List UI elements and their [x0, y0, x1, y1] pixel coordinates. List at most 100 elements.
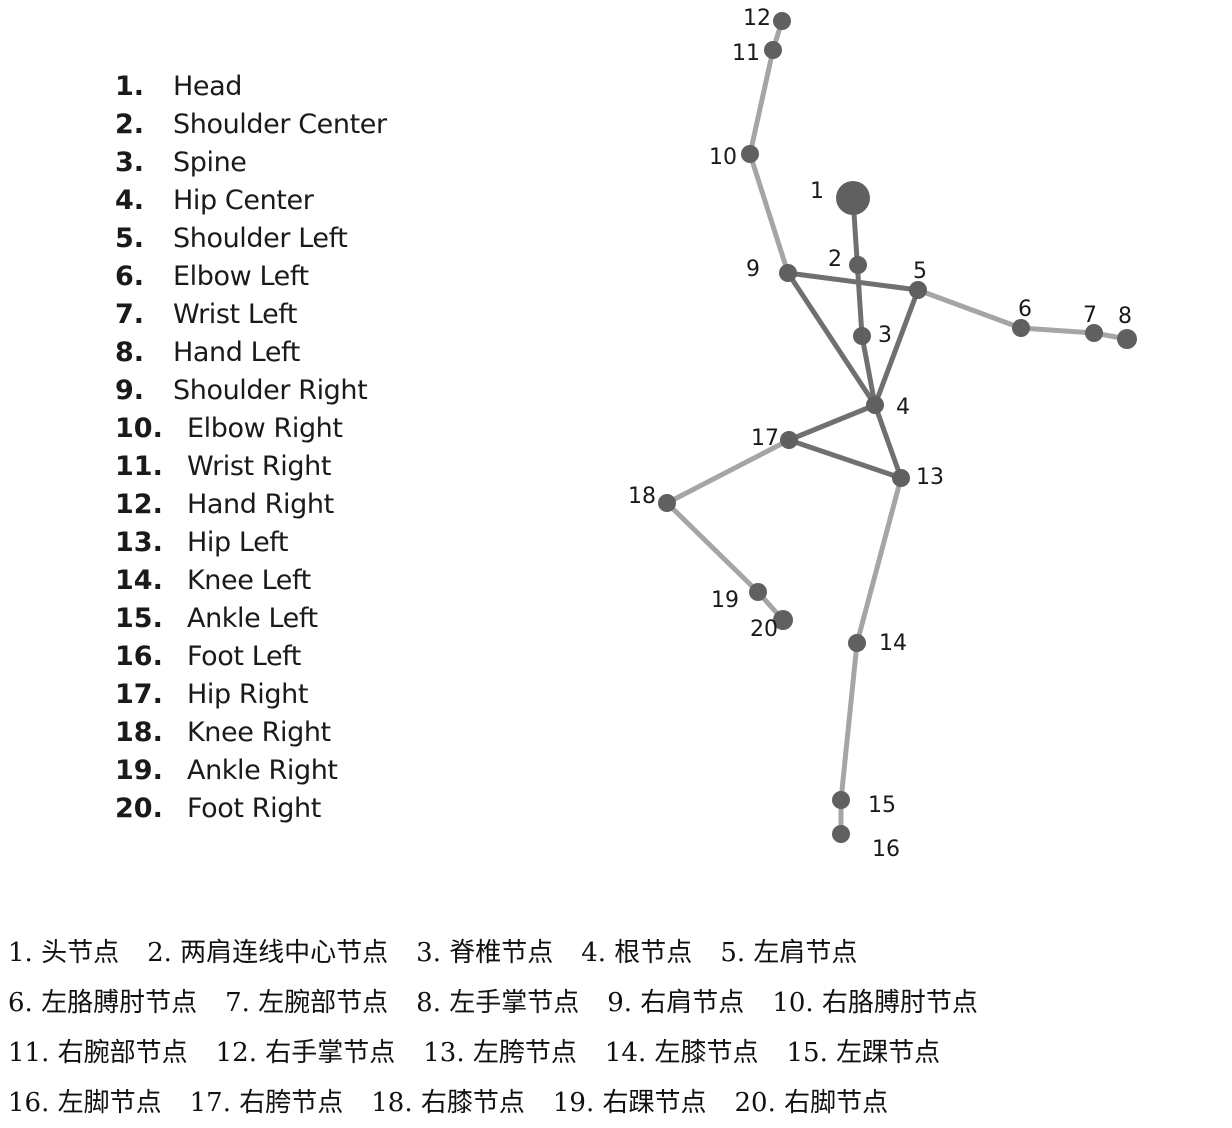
- legend-number: 4.: [115, 185, 145, 216]
- bone-5-4: [872, 287, 921, 408]
- caption-item-14: 14. 左膝节点: [604, 1038, 759, 1068]
- joint-4: [866, 396, 884, 414]
- legend-item-20: 20. Foot Right: [115, 790, 387, 828]
- joint-13: [892, 469, 910, 487]
- joint-label-4: 4: [896, 395, 910, 420]
- legend-joint-name: Hip Center: [173, 185, 314, 216]
- bone-17-13: [786, 437, 904, 481]
- joint-layer: [658, 12, 1137, 843]
- joint-8: [1117, 329, 1137, 349]
- bone-layer: [664, 18, 1130, 837]
- joint-label-18: 18: [628, 484, 656, 509]
- legend-joint-name: Foot Right: [187, 793, 321, 824]
- legend-joint-name: Elbow Right: [187, 413, 343, 444]
- legend-number: 17.: [115, 679, 163, 710]
- legend-joint-name: Shoulder Left: [173, 223, 348, 254]
- caption-item-18: 18. 右膝节点: [371, 1088, 525, 1118]
- legend-joint-name: Wrist Right: [187, 451, 332, 482]
- legend-item-11: 11. Wrist Right: [115, 448, 387, 486]
- bone-18-19: [664, 500, 761, 595]
- caption-item-5: 5. 左肩节点: [720, 938, 858, 968]
- joint-9: [779, 264, 797, 282]
- bone-13-14: [854, 475, 904, 646]
- legend-joint-name: Knee Right: [187, 717, 331, 748]
- bone-9-5: [785, 270, 921, 293]
- joint-label-3: 3: [878, 323, 892, 348]
- joint-19: [749, 583, 767, 601]
- legend-item-6: 6.Elbow Left: [115, 258, 387, 296]
- legend-item-3: 3.Spine: [115, 144, 387, 182]
- legend-joint-name: Knee Left: [187, 565, 311, 596]
- bone-4-13: [872, 402, 904, 481]
- caption-item-9: 9. 右肩节点: [607, 988, 745, 1018]
- joint-15: [832, 791, 850, 809]
- legend-item-7: 7.Wrist Left: [115, 296, 387, 334]
- caption-item-16: 16. 左脚节点: [8, 1088, 162, 1118]
- bone-3-4: [859, 333, 878, 408]
- joint-20: [773, 610, 793, 630]
- bone-14-15: [838, 640, 860, 803]
- bone-9-4: [785, 270, 878, 408]
- legend-joint-name: Head: [173, 71, 242, 102]
- bone-10-11: [747, 47, 776, 157]
- legend-number: 5.: [115, 223, 145, 254]
- legend-joint-name: Hand Left: [173, 337, 300, 368]
- caption-item-13: 13. 左胯节点: [423, 1038, 577, 1068]
- joint-12: [773, 12, 791, 30]
- caption-item-15: 15. 左踝节点: [786, 1038, 941, 1068]
- joint-label-8: 8: [1118, 304, 1132, 329]
- joint-label-9: 9: [746, 257, 760, 282]
- joint-5: [909, 281, 927, 299]
- joint-10: [741, 145, 759, 163]
- legend-number: 9.: [115, 375, 145, 406]
- legend-item-14: 14.Knee Left: [115, 562, 387, 600]
- bone-9-10: [747, 151, 791, 276]
- joint-label-14: 14: [879, 631, 907, 656]
- legend-number: 18.: [115, 717, 163, 748]
- joint-label-5: 5: [913, 259, 927, 284]
- caption-item-17: 17. 右胯节点: [189, 1088, 344, 1118]
- caption-item-2: 2. 两肩连线中心节点: [147, 938, 389, 968]
- joint-label-10: 10: [709, 145, 737, 170]
- legend-joint-name: Shoulder Right: [173, 375, 368, 406]
- legend-item-15: 15.Ankle Left: [115, 600, 387, 638]
- legend-joint-name: Ankle Right: [187, 755, 338, 786]
- legend-number: 13.: [115, 527, 163, 558]
- bone-5-6: [915, 287, 1024, 331]
- caption-item-20: 20. 右脚节点: [734, 1088, 889, 1118]
- bone-17-18: [664, 437, 792, 506]
- joint-3: [853, 327, 871, 345]
- joint-17: [780, 431, 798, 449]
- joint-label-17: 17: [751, 426, 779, 451]
- legend-item-1: 1. Head: [115, 68, 387, 106]
- joint-label-2: 2: [828, 247, 842, 272]
- legend-number: 12.: [115, 489, 163, 520]
- caption-item-4: 4. 根节点: [581, 938, 693, 968]
- legend-item-18: 18. Knee Right: [115, 714, 387, 752]
- legend-number: 7.: [115, 299, 145, 330]
- legend-number: 11.: [115, 451, 163, 482]
- legend-item-5: 5. Shoulder Left: [115, 220, 387, 258]
- legend-number: 1.: [115, 71, 145, 102]
- caption-item-1: 1. 头节点: [8, 938, 120, 968]
- legend-item-19: 19.Ankle Right: [115, 752, 387, 790]
- legend-joint-name: Foot Left: [187, 641, 301, 672]
- joint-label-15: 15: [868, 793, 896, 818]
- joint-label-11: 11: [732, 41, 760, 66]
- legend-joint-name: Hip Right: [187, 679, 309, 710]
- joint-7: [1085, 324, 1103, 342]
- joint-label-19: 19: [711, 588, 739, 613]
- joint-16: [832, 825, 850, 843]
- bone-6-7: [1018, 325, 1097, 336]
- joint-label-12: 12: [743, 6, 771, 31]
- legend-number: 10.: [115, 413, 163, 444]
- legend-number: 3.: [115, 147, 145, 178]
- legend-number: 20.: [115, 793, 163, 824]
- legend-item-16: 16.Foot Left: [115, 638, 387, 676]
- legend-item-4: 4. Hip Center: [115, 182, 387, 220]
- caption-item-10: 10. 右胳膊肘节点: [772, 988, 978, 1018]
